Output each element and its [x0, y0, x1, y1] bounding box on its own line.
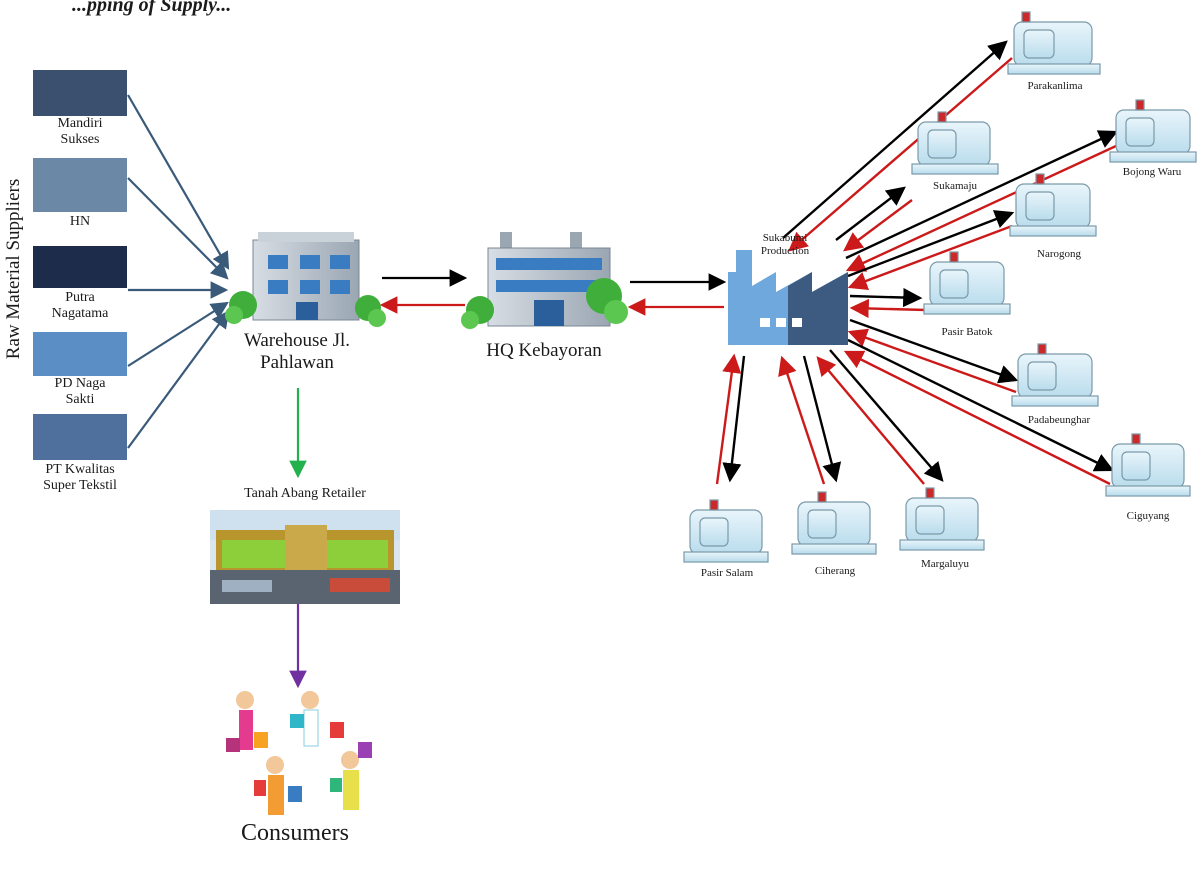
supplier-label-naga: PD Naga Sakti [54, 376, 106, 408]
diagram-title: ...pping of Supply... [72, 0, 232, 16]
supplier-label-kwalitas: PT Kwalitas Super Tekstil [43, 462, 117, 494]
retailer-building-image [210, 510, 400, 604]
site-label-parakanlima: Parakanlima [1027, 80, 1083, 92]
arrow-kwalitas [127, 310, 230, 449]
production-arrows [715, 40, 1119, 486]
supplier-label-mandiri: Mandiri Sukses [57, 116, 103, 148]
sewing-machine-icon [1105, 433, 1191, 497]
arrow-mandiri [127, 94, 230, 270]
site-label-bojong-waru: Bojong Waru [1122, 166, 1182, 178]
site-label-pasir-salam: Pasir Salam [700, 567, 754, 579]
sewing-machine-icons [683, 11, 1197, 563]
warehouse-building-icon [225, 232, 386, 327]
retailer-label: Tanah Abang Retailer [244, 486, 366, 501]
site-label-narogong: Narogong [1037, 248, 1081, 260]
sewing-machine-icon [1109, 99, 1197, 163]
fabric-swatch-kwalitas [33, 414, 127, 460]
hq-label: HQ Kebayoran [486, 340, 602, 361]
sewing-machine-icon [923, 251, 1011, 315]
site-label-ciherang: Ciherang [814, 565, 856, 577]
site-label-margaluyu: Margaluyu [920, 558, 970, 570]
arrow-naga [127, 301, 229, 367]
consumers-label: Consumers [241, 820, 349, 846]
site-label-pasir-batok: Pasir Batok [941, 326, 993, 338]
sewing-machine-icon [1007, 11, 1101, 75]
arrow-hn [127, 177, 229, 280]
sewing-machine-icon [899, 487, 985, 551]
fabric-swatch-hn [33, 158, 127, 212]
sewing-machine-icon [1011, 343, 1099, 407]
factory-label: Sukabumi Production [760, 232, 810, 257]
factory-icon [728, 250, 848, 345]
supplier-arrows [127, 94, 230, 449]
supplier-label-putra: Putra Nagatama [51, 290, 109, 322]
supplier-label-hn: HN [69, 214, 91, 229]
consumers-illustration [226, 691, 372, 815]
suppliers-group-label: Raw Material Suppliers [3, 178, 24, 360]
sewing-machine-icon [1009, 173, 1097, 237]
fabric-swatch-mandiri [33, 70, 127, 116]
hq-building-icon [461, 232, 628, 329]
site-label-padabeunghar: Padabeunghar [1027, 414, 1091, 426]
sewing-machine-icon [791, 491, 877, 555]
site-label-ciguyang: Ciguyang [1126, 510, 1170, 522]
sewing-machine-icon [911, 111, 999, 175]
site-label-sukamaju: Sukamaju [933, 180, 977, 192]
fabric-swatch-putra [33, 246, 127, 288]
fabric-swatch-naga [33, 332, 127, 376]
warehouse-label: Warehouse Jl. Pahlawan [243, 330, 351, 373]
sewing-machine-icon [683, 499, 769, 563]
